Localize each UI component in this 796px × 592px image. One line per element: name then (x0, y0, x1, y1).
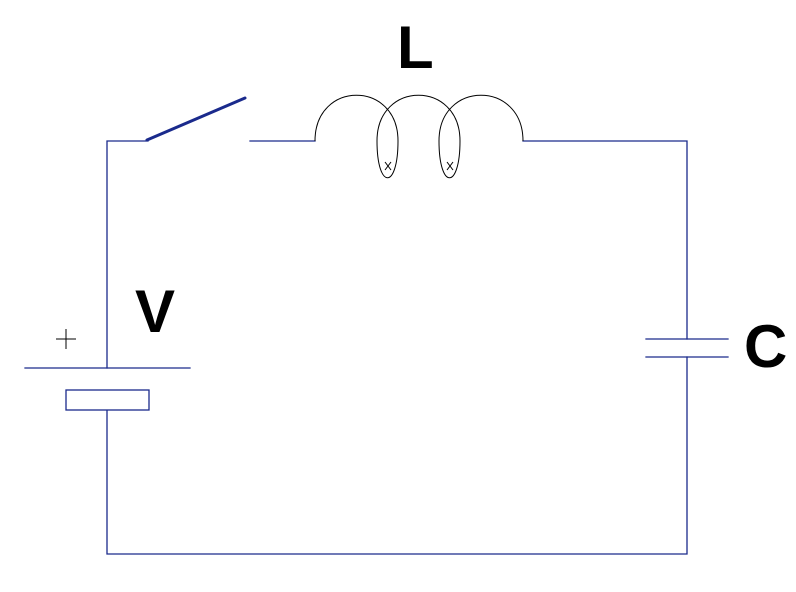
coil-tick-1b (384, 161, 392, 171)
capacitor-icon (645, 338, 729, 358)
coil-tick-2b (446, 161, 454, 171)
bottom-loop-wire (106, 356, 688, 555)
open-switch-icon (145, 96, 247, 142)
inductor-loop-1 (314, 94, 399, 178)
battery-icon (24, 329, 191, 411)
capacitor-label: C (744, 313, 787, 380)
inductor-loop-3 (438, 94, 524, 142)
switch-blade (145, 96, 247, 142)
battery-negative-plate (65, 389, 150, 411)
right-top-wire (522, 140, 688, 340)
circuit-wires (106, 140, 688, 555)
inductor-coil-icon (314, 94, 524, 178)
left-top-wire (106, 140, 149, 369)
inductor-label: L (397, 14, 434, 81)
source-label: V (135, 278, 175, 345)
inductor-loop-2 (376, 94, 461, 178)
